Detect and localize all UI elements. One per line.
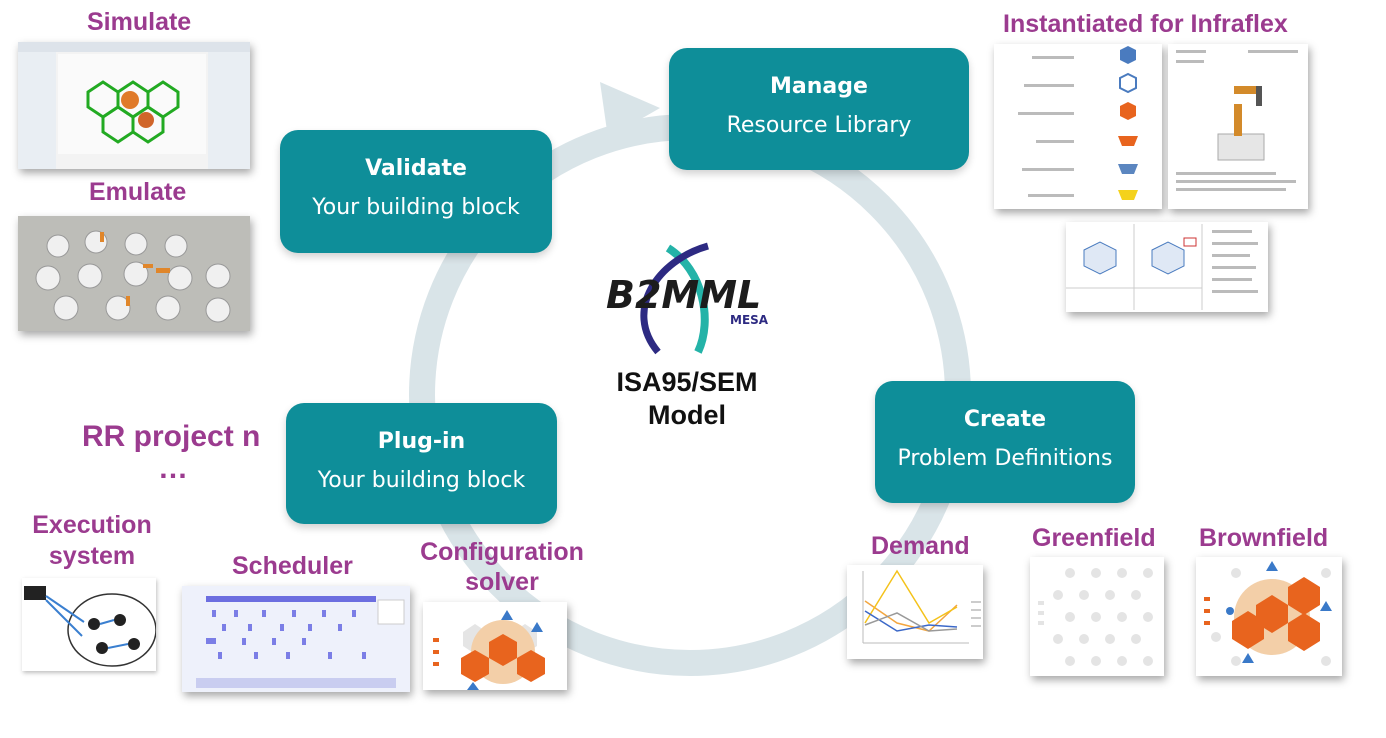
brownfield-layout: [1196, 557, 1342, 676]
center-line1: ISA95/SEM: [616, 367, 758, 397]
infraflex-robot-detail: [1168, 44, 1308, 209]
scheduler-gantt: [182, 586, 410, 692]
plugin-subtitle: Your building block: [317, 468, 526, 493]
greenfield-label: Greenfield: [1032, 524, 1156, 552]
validate-box[interactable]: Validate Your building block: [280, 130, 552, 253]
logo-text: B2MML: [606, 273, 761, 317]
manage-title: Manage: [770, 74, 868, 99]
manage-subtitle: Resource Library: [726, 113, 912, 138]
plugin-box[interactable]: Plug-in Your building block: [286, 403, 557, 524]
execution-system-diagram: [22, 578, 156, 671]
config-label: Configuration solver: [414, 537, 590, 597]
ellipsis-label: …: [158, 452, 188, 485]
create-title: Create: [963, 407, 1047, 432]
execution-line1: Execution: [32, 511, 152, 539]
demand-label: Demand: [871, 532, 970, 560]
center-line2: Model: [648, 400, 726, 430]
instantiated-label: Instantiated for Infraflex: [1003, 10, 1288, 38]
execution-label: Execution system: [22, 510, 162, 572]
config-solver-layout: [423, 602, 567, 690]
demand-chart: [847, 565, 983, 659]
config-line1: Configuration: [420, 538, 584, 566]
simulate-screenshot: [18, 42, 250, 169]
execution-line2: system: [48, 542, 136, 570]
greenfield-layout: [1030, 557, 1164, 676]
validate-subtitle: Your building block: [312, 195, 520, 220]
create-subtitle: Problem Definitions: [897, 446, 1113, 471]
emulate-label: Emulate: [89, 178, 187, 206]
create-box[interactable]: Create Problem Definitions: [875, 381, 1135, 503]
logo-sub: MESA: [730, 313, 769, 327]
validate-title: Validate: [365, 156, 467, 181]
center-model-label: ISA95/SEM Model: [598, 366, 776, 432]
plugin-title: Plug-in: [377, 429, 466, 454]
simulate-label: Simulate: [87, 8, 192, 36]
manage-box[interactable]: Manage Resource Library: [669, 48, 969, 170]
emulate-screenshot: [18, 216, 250, 331]
infraflex-cell-list: [994, 44, 1162, 209]
infraflex-diagram: [1066, 222, 1268, 312]
config-line2: solver: [465, 568, 539, 596]
rr-project-label: RR project n: [82, 420, 261, 453]
b2mml-logo: B2MML MESA: [606, 242, 769, 355]
brownfield-label: Brownfield: [1199, 524, 1329, 552]
scheduler-label: Scheduler: [232, 552, 353, 580]
